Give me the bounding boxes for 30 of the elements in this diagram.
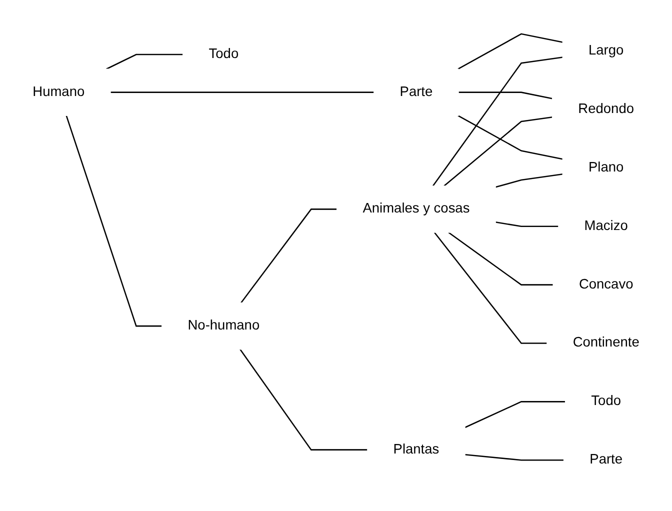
connector — [495, 173, 563, 188]
node-text: Plano — [588, 160, 624, 175]
connector — [432, 56, 563, 186]
node-text: Todo — [208, 46, 239, 62]
node-text: Plantas — [393, 442, 440, 457]
connector — [464, 400, 566, 428]
node-text: Redondo — [578, 102, 634, 116]
connector — [434, 232, 548, 344]
connector — [106, 54, 183, 70]
connector — [458, 114, 563, 160]
connector — [110, 92, 374, 93]
connector — [495, 221, 559, 227]
node-text: Humano — [32, 84, 85, 100]
node-text: No-humano — [188, 318, 260, 333]
node-text: Continente — [572, 335, 640, 350]
connector — [464, 454, 564, 461]
node-text: Macizo — [584, 218, 628, 234]
connector — [66, 115, 162, 327]
node-text: Todo — [591, 394, 621, 408]
connector — [444, 116, 552, 186]
connector — [458, 92, 553, 100]
node-text: Largo — [588, 43, 624, 58]
node-text: Parte — [590, 452, 623, 467]
node-text: Animales y cosas — [362, 201, 470, 216]
node-text: Concavo — [578, 276, 634, 292]
connector — [458, 33, 563, 70]
connector — [240, 208, 337, 304]
connector — [448, 232, 554, 286]
node-text: Parte — [400, 84, 433, 100]
connector — [240, 348, 368, 450]
